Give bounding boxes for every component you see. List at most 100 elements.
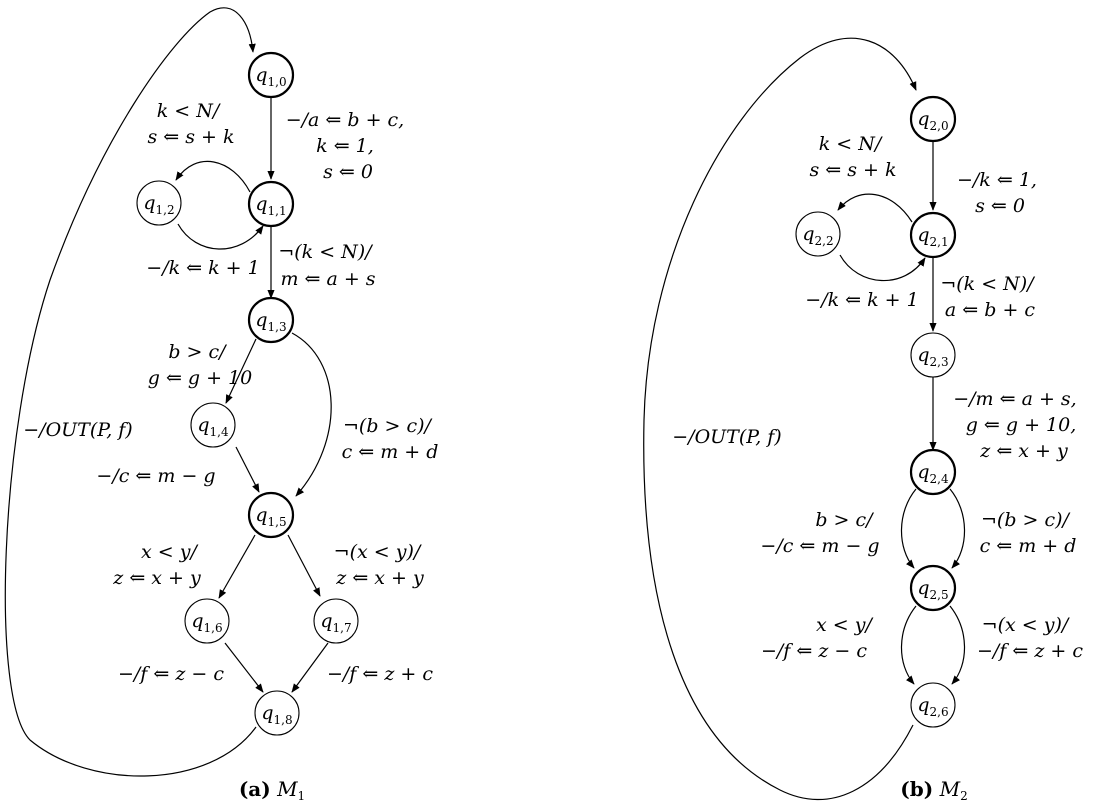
edge-q14-q15 xyxy=(235,446,260,493)
state-subscript: 1,6 xyxy=(204,621,223,635)
label-q25-q26-left: x < y/ −/f ⇐ z − c xyxy=(761,614,878,662)
state-label: q xyxy=(255,309,267,331)
svg-text:q2,4: q2,4 xyxy=(917,461,949,486)
state-subscript: 1,2 xyxy=(156,203,175,217)
state-subscript: 1,5 xyxy=(268,515,287,529)
edge-q25-q26-left xyxy=(900,605,917,685)
edge-q15-q16 xyxy=(218,534,256,599)
state-subscript: 2,2 xyxy=(815,234,834,248)
state-label: q xyxy=(255,193,267,215)
svg-text:q1,0: q1,0 xyxy=(255,64,286,89)
label-q15-q16: x < y/ z ⇐ x + y xyxy=(112,541,203,589)
state-subscript: 2,4 xyxy=(930,472,949,486)
svg-text:q2,5: q2,5 xyxy=(917,577,948,602)
edge-q13-q14 xyxy=(225,338,257,404)
state-q12: q1,2 xyxy=(136,180,182,226)
edge-q24-q25-right xyxy=(949,488,966,569)
state-subscript: 2,3 xyxy=(930,355,949,369)
label-q24-q25-left: b > c/ −/c ⇐ m − g xyxy=(760,509,879,557)
edge-q15-q17 xyxy=(287,534,321,597)
state-label: q xyxy=(917,344,929,366)
svg-text:q1,1: q1,1 xyxy=(255,193,286,218)
svg-text:q2,3: q2,3 xyxy=(917,344,948,369)
state-subscript: 2,0 xyxy=(930,119,949,133)
edge-loop-bottom-m1 xyxy=(177,223,264,250)
state-subscript: 1,3 xyxy=(268,320,287,334)
state-q14: q1,4 xyxy=(190,402,236,448)
state-q20: q2,0 xyxy=(909,95,957,143)
state-label: q xyxy=(320,610,332,632)
state-label: q xyxy=(917,694,929,716)
state-label: q xyxy=(917,224,929,246)
edge-q16-q18 xyxy=(224,642,264,693)
label-q17-q18: −/f ⇐ z + c xyxy=(327,663,433,685)
state-q24: q2,4 xyxy=(909,448,957,496)
label-q13-q14: b > c/ g ⇐ g + 10 xyxy=(148,341,253,389)
state-label: q xyxy=(255,64,267,86)
edge-loop-bottom-m2 xyxy=(839,254,926,282)
state-label: q xyxy=(255,504,267,526)
edge-q25-q26-right xyxy=(949,605,966,685)
svg-text:q1,3: q1,3 xyxy=(255,309,286,334)
label-q16-q18: −/f ⇐ z − c xyxy=(118,663,224,685)
svg-text:q2,6: q2,6 xyxy=(917,694,948,719)
edge-q24-q25-left xyxy=(900,488,917,569)
state-subscript: 1,8 xyxy=(274,713,293,727)
edge-q26-q20 xyxy=(643,37,917,801)
state-label: q xyxy=(802,223,814,245)
svg-text:q1,6: q1,6 xyxy=(191,610,222,635)
state-label: q xyxy=(191,610,203,632)
state-subscript: 1,4 xyxy=(210,425,229,439)
svg-text:q2,1: q2,1 xyxy=(917,224,948,249)
label-q26-q20: −/OUT(P, f) xyxy=(672,426,781,448)
svg-text:q1,2: q1,2 xyxy=(143,192,174,217)
edge-loop-top-m2 xyxy=(837,193,913,223)
edge-loop-top-m1 xyxy=(175,160,251,193)
state-label: q xyxy=(197,414,209,436)
state-label: q xyxy=(143,192,155,214)
label-q11-q13: ¬(k < N)/ m ⇐ a + s xyxy=(278,241,377,290)
label-loop-top-m1: k < N/ s ⇐ s + k xyxy=(147,100,234,148)
machine-m1: q1,0 q1,1 q1,2 q1,3 q1,4 q1,5 q1,6 q1,7 xyxy=(4,7,438,803)
label-q10-q11: −/a ⇐ b + c, k ⇐ 1, s ⇐ 0 xyxy=(286,109,411,183)
state-q21: q2,1 xyxy=(909,211,957,259)
edge-q18-q10 xyxy=(4,7,257,777)
state-q13: q1,3 xyxy=(247,296,295,344)
state-subscript: 2,1 xyxy=(930,235,949,249)
edge-q17-q18 xyxy=(291,642,329,693)
state-q18: q1,8 xyxy=(254,690,300,736)
svg-text:q1,7: q1,7 xyxy=(320,610,351,635)
svg-text:q1,4: q1,4 xyxy=(197,414,229,439)
label-q24-q25-right: ¬(b > c)/ c ⇐ m + d xyxy=(980,509,1077,557)
svg-text:q1,5: q1,5 xyxy=(255,504,286,529)
state-label: q xyxy=(917,577,929,599)
label-q21-q23: ¬(k < N)/ a ⇐ b + c xyxy=(940,273,1039,321)
state-q10: q1,0 xyxy=(247,51,295,99)
state-q17: q1,7 xyxy=(313,598,359,644)
state-subscript: 2,6 xyxy=(930,705,949,719)
label-q14-q15: −/c ⇐ m − g xyxy=(96,465,215,487)
label-q23-q24: −/m ⇐ a + s, g ⇐ g + 10, z ⇐ x + y xyxy=(953,388,1083,462)
machine-m2: q2,0 q2,1 q2,2 q2,3 q2,4 q2,5 q2,6 −/k ⇐… xyxy=(643,37,1083,803)
state-q15: q1,5 xyxy=(247,491,295,539)
label-q15-q17: ¬(x < y)/ z ⇐ x + y xyxy=(334,541,427,589)
label-q18-q10: −/OUT(P, f) xyxy=(23,419,132,441)
state-label: q xyxy=(261,702,273,724)
edge-q13-q15 xyxy=(291,332,332,497)
state-subscript: 1,1 xyxy=(268,204,287,218)
label-q20-q21: −/k ⇐ 1, s ⇐ 0 xyxy=(957,169,1043,217)
caption-m1: (a) M1 xyxy=(239,777,305,803)
state-q26: q2,6 xyxy=(910,682,956,728)
label-loop-bottom-m2: −/k ⇐ k + 1 xyxy=(805,289,918,311)
state-subscript: 2,5 xyxy=(930,588,949,602)
state-subscript: 1,0 xyxy=(268,75,287,89)
state-label: q xyxy=(917,461,929,483)
state-q11: q1,1 xyxy=(247,180,295,228)
label-loop-bottom-m1: −/k ⇐ k + 1 xyxy=(146,257,259,279)
svg-text:q2,2: q2,2 xyxy=(802,223,833,248)
state-q23: q2,3 xyxy=(910,332,956,378)
svg-text:q2,0: q2,0 xyxy=(917,108,948,133)
label-loop-top-m2: k < N/ s ⇐ s + k xyxy=(809,133,896,181)
state-subscript: 1,7 xyxy=(333,621,352,635)
